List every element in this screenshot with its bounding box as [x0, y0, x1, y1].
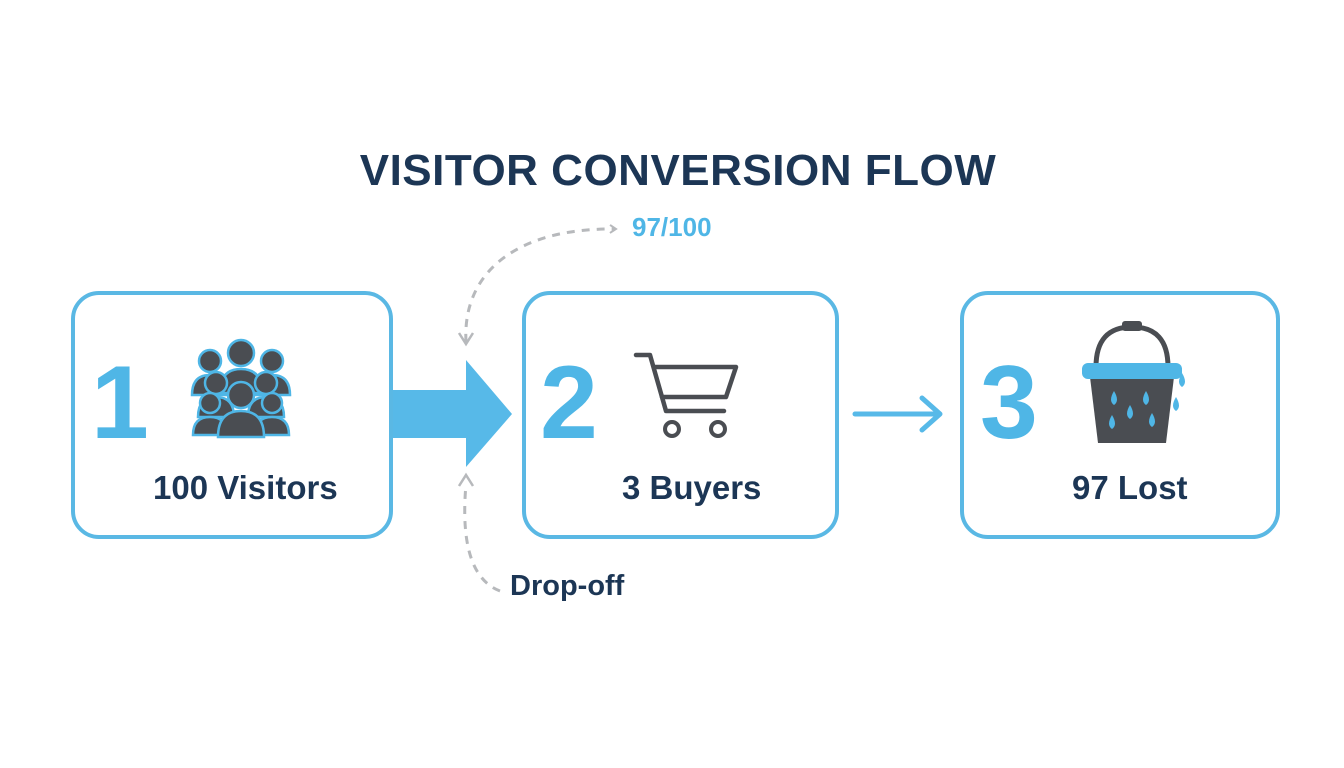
- people-group-icon: [190, 338, 292, 439]
- loss-ratio-label: 97/100: [632, 212, 712, 242]
- stage-label: 3 Buyers: [622, 469, 762, 506]
- diagram-title: VISITOR CONVERSION FLOW: [359, 146, 997, 195]
- stage-lost: 3 97 Lost: [960, 291, 1280, 539]
- dashed-arrow-to-ratio: [464, 224, 618, 343]
- dashed-arrow-head-bottom: [457, 472, 475, 487]
- stage-number: 3: [980, 345, 1038, 461]
- stage-label: 97 Lost: [1072, 469, 1188, 506]
- shopping-cart-icon: [633, 352, 739, 438]
- stage-number: 1: [91, 345, 149, 461]
- thin-flow-arrow: [852, 395, 943, 433]
- dashed-arrow-head-top: [457, 332, 475, 347]
- stage-visitors: 1 100 Visitors: [71, 291, 393, 539]
- stage-number: 2: [540, 345, 598, 461]
- dashed-arrow-from-dropoff: [463, 483, 501, 593]
- stage-buyers: 2 3 Buyers: [522, 291, 839, 539]
- stage-label: 100 Visitors: [153, 469, 338, 506]
- big-flow-arrow: [391, 360, 512, 467]
- leaking-bucket-icon: [1082, 321, 1185, 443]
- dropoff-label: Drop-off: [510, 570, 625, 602]
